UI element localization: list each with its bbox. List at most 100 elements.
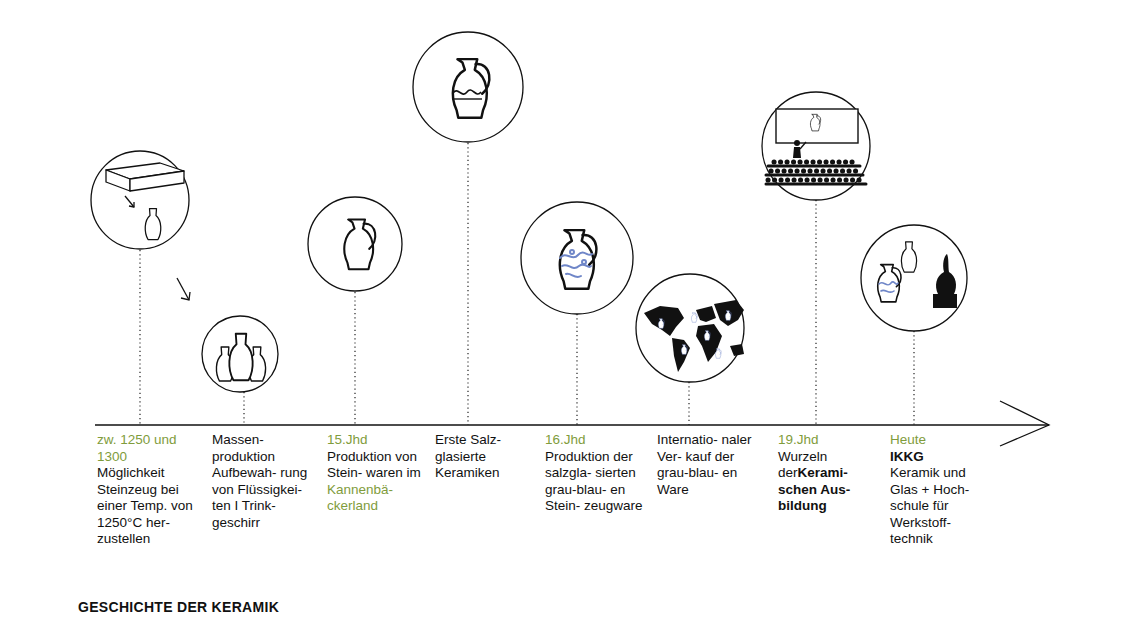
dotted-stem-part bbox=[688, 382, 689, 425]
diagram-title: GESCHICHTE DER KERAMIK bbox=[78, 599, 279, 615]
salt-glazed-jug-icon bbox=[452, 59, 489, 118]
timeline-entry: 16.JhdProduktion der salzgla- sierten gr… bbox=[545, 432, 643, 515]
event-text: Internatio- naler Ver- kauf der grau-bla… bbox=[657, 432, 755, 498]
date-label: Kannenbä- ckerland bbox=[327, 482, 425, 515]
world-map-icon-part bbox=[730, 344, 744, 356]
event-text: Massen- produktion Aufbewah- rung von Fl… bbox=[212, 432, 310, 531]
world-map-icon-part-part bbox=[725, 311, 731, 320]
icon-circle bbox=[91, 32, 967, 392]
lecture-icon-part bbox=[794, 140, 800, 146]
event-text: IKKG bbox=[890, 449, 988, 466]
ceramics-today-icon-part bbox=[879, 282, 898, 292]
timeline-entry: Massen- produktion Aufbewah- rung von Fl… bbox=[212, 432, 310, 531]
icon-circle-part bbox=[521, 202, 633, 314]
blue-jug-icon-part bbox=[560, 250, 592, 277]
blue-jug-icon-part-part bbox=[566, 274, 581, 277]
icon-circle-part bbox=[762, 92, 870, 200]
dotted-stem-part bbox=[139, 250, 140, 425]
salt-glazed-jug-icon-part bbox=[452, 98, 482, 99]
lecture-icon-part-part bbox=[766, 174, 863, 177]
lecture-icon-part-part bbox=[771, 169, 861, 174]
lecture-icon-part-part bbox=[768, 165, 860, 168]
event-text: Produktion von Stein- waren im bbox=[327, 449, 425, 482]
jug-icon-part bbox=[344, 220, 375, 270]
icon-circle-part bbox=[861, 225, 967, 331]
vases-icon-part bbox=[229, 334, 252, 381]
timeline-entry: 19.JhdWurzeln derKerami- schen Aus- bild… bbox=[778, 432, 876, 515]
lecture-icon-part-part bbox=[768, 178, 864, 183]
salt-glazed-jug-icon-part bbox=[453, 90, 481, 94]
clay-slab-icon-part bbox=[130, 171, 184, 191]
salt-glazed-jug-icon-part bbox=[453, 59, 490, 118]
icon-circle-part bbox=[91, 151, 189, 249]
world-map-icon-part-part bbox=[681, 345, 687, 354]
clay-slab-icon-part bbox=[106, 170, 130, 191]
lecture-icon-part bbox=[810, 114, 820, 131]
world-map-icon-part-part bbox=[715, 349, 721, 358]
timeline-entry: HeuteIKKGKeramik und Glas + Hoch- schule… bbox=[890, 432, 988, 548]
world-map-icon-part bbox=[714, 300, 744, 326]
arrow-symbol-part bbox=[181, 292, 190, 300]
date-label: 16.Jhd bbox=[545, 432, 643, 449]
date-label: zw. 1250 und 1300 bbox=[97, 432, 195, 465]
dotted-stem-part bbox=[576, 314, 577, 425]
event-text: Erste Salz- glasierte Keramiken bbox=[435, 432, 533, 482]
world-map-icon-part bbox=[696, 324, 722, 362]
event-text: Möglichkeit Steinzeug bei einer Temp. vo… bbox=[97, 465, 195, 548]
lecture-icon bbox=[766, 109, 866, 184]
arrow-symbol-part bbox=[177, 278, 189, 300]
icon-circle-part bbox=[636, 274, 744, 382]
ceramics-today-icon-part bbox=[901, 242, 916, 272]
dotted-stem bbox=[140, 143, 914, 425]
world-map-icon bbox=[644, 300, 744, 372]
vases-icon bbox=[216, 334, 265, 381]
dotted-stem-part bbox=[815, 200, 816, 425]
world-map-icon-part-part bbox=[704, 331, 710, 340]
blue-jug-icon-part bbox=[560, 230, 597, 289]
arrow-symbol bbox=[177, 278, 190, 300]
ceramics-today-icon-part-part bbox=[879, 282, 898, 285]
timeline-axis-part bbox=[1000, 401, 1049, 446]
lecture-icon-part bbox=[766, 162, 866, 184]
ceramics-today-icon-part bbox=[878, 265, 901, 302]
timeline-entry: zw. 1250 und 1300Möglichkeit Steinzeug b… bbox=[97, 432, 195, 548]
dotted-stem-part bbox=[354, 292, 355, 425]
world-map-icon-part-part bbox=[658, 319, 664, 328]
clay-slab-icon-part bbox=[145, 209, 161, 240]
world-map-icon-part bbox=[644, 306, 684, 336]
clay-slab-icon bbox=[106, 163, 184, 240]
ceramics-today-icon-part bbox=[936, 254, 956, 294]
world-map-icon-part bbox=[696, 306, 716, 322]
icon-circle-part bbox=[308, 197, 402, 291]
ceramics-today-icon-part bbox=[933, 294, 957, 308]
event-text: Keramik und Glas + Hoch- schule für Werk… bbox=[890, 465, 988, 548]
dotted-stem-part bbox=[913, 331, 914, 425]
world-map-icon-part bbox=[672, 338, 690, 372]
timeline-axis-part bbox=[95, 424, 1049, 425]
date-label: 15.Jhd bbox=[327, 432, 425, 449]
dotted-stem-part bbox=[243, 392, 244, 425]
icon-circle-part bbox=[413, 32, 523, 142]
jug-icon bbox=[344, 220, 375, 270]
event-text: Produktion der salzgla- sierten grau-bla… bbox=[545, 449, 643, 515]
world-map-icon-part-part bbox=[691, 313, 697, 322]
lecture-icon-part bbox=[800, 142, 806, 149]
blue-jug-icon-part-part bbox=[570, 250, 574, 254]
blue-jug-icon-part-part bbox=[560, 252, 592, 258]
timeline-entry: Internatio- naler Ver- kauf der grau-bla… bbox=[657, 432, 755, 498]
clay-slab-icon-part bbox=[125, 196, 134, 207]
lecture-icon-part-part bbox=[766, 183, 866, 186]
timeline-entry: Erste Salz- glasierte Keramiken bbox=[435, 432, 533, 482]
ceramics-today-icon-part-part bbox=[881, 290, 894, 292]
lecture-icon-part bbox=[776, 109, 858, 143]
ceramics-today-icon bbox=[878, 242, 957, 308]
lecture-icon-part-part bbox=[774, 160, 858, 165]
blue-jug-icon bbox=[560, 230, 597, 289]
date-label: 19.Jhd bbox=[778, 432, 876, 449]
timeline-entry: 15.JhdProduktion von Stein- waren imKann… bbox=[327, 432, 425, 515]
blue-jug-icon-part-part bbox=[562, 264, 591, 268]
clay-slab-icon-part bbox=[129, 202, 134, 207]
icon-circle-part bbox=[202, 316, 278, 392]
